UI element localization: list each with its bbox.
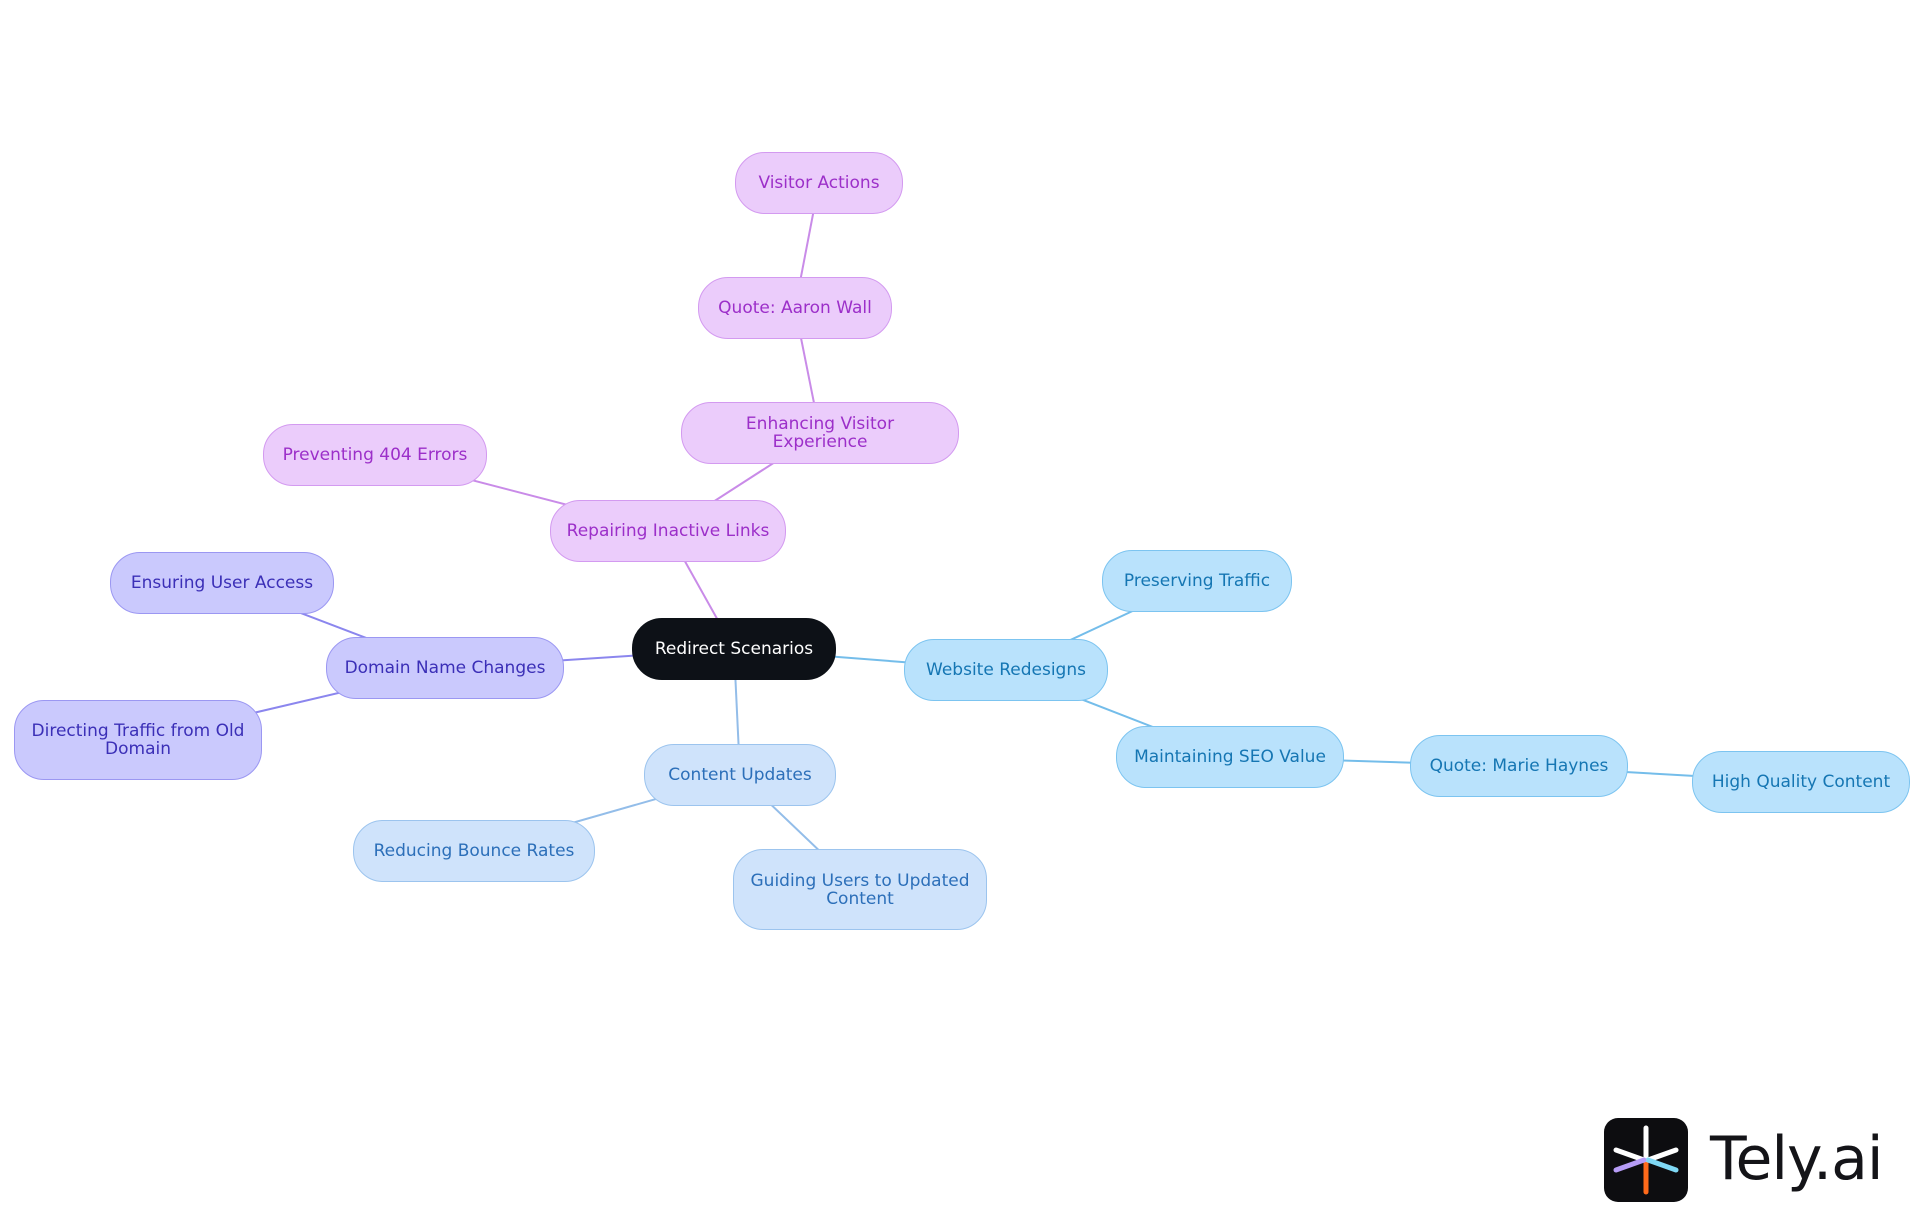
tely-spark-icon	[1604, 1118, 1688, 1202]
node-label: Domain Name Changes	[344, 658, 546, 678]
mindmap-node-high-quality-content[interactable]: High Quality Content	[1692, 751, 1910, 813]
node-label: Maintaining SEO Value	[1134, 747, 1326, 767]
node-label: Guiding Users to Updated Content	[750, 870, 970, 909]
tely-wordmark: Tely.ai	[1710, 1124, 1884, 1194]
node-label: Preserving Traffic	[1123, 571, 1271, 591]
tely-logo[interactable]: Tely.ai	[1604, 1118, 1894, 1202]
mindmap-node-preventing-404-errors[interactable]: Preventing 404 Errors	[263, 424, 487, 486]
mindmap-node-quote-aaron-wall[interactable]: Quote: Aaron Wall	[698, 277, 892, 339]
mindmap-node-reducing-bounce-rates[interactable]: Reducing Bounce Rates	[353, 820, 595, 882]
node-label: Reducing Bounce Rates	[373, 841, 575, 861]
node-label: Ensuring User Access	[130, 573, 314, 593]
mindmap-node-quote-marie-haynes[interactable]: Quote: Marie Haynes	[1410, 735, 1628, 797]
node-label: Repairing Inactive Links	[566, 521, 770, 541]
mindmap-node-preserving-traffic[interactable]: Preserving Traffic	[1102, 550, 1292, 612]
mindmap-node-guiding-users-to-updated-content[interactable]: Guiding Users to Updated Content	[733, 849, 987, 930]
mindmap-node-visitor-actions[interactable]: Visitor Actions	[735, 152, 903, 214]
node-label: Content Updates	[668, 765, 812, 785]
mindmap-node-ensuring-user-access[interactable]: Ensuring User Access	[110, 552, 334, 614]
node-label: Directing Traffic from Old Domain	[31, 721, 245, 759]
mindmap-node-enhancing-visitor-experience[interactable]: Enhancing Visitor Experience	[681, 402, 959, 464]
node-label: Quote: Aaron Wall	[718, 298, 872, 318]
mindmap-node-content-updates[interactable]: Content Updates	[644, 744, 836, 806]
mindmap-node-root[interactable]: Redirect Scenarios	[632, 618, 836, 680]
mindmap-node-repairing-inactive-links[interactable]: Repairing Inactive Links	[550, 500, 786, 562]
node-label: High Quality Content	[1711, 772, 1891, 792]
mindmap-node-directing-traffic-from-old-domain[interactable]: Directing Traffic from Old Domain	[14, 700, 262, 780]
mindmap-node-maintaining-seo-value[interactable]: Maintaining SEO Value	[1116, 726, 1344, 788]
node-label: Visitor Actions	[758, 173, 880, 193]
mindmap-node-domain-name-changes[interactable]: Domain Name Changes	[326, 637, 564, 699]
node-label: Enhancing Visitor Experience	[745, 414, 895, 452]
node-label: Preventing 404 Errors	[282, 445, 468, 465]
node-label: Redirect Scenarios	[654, 639, 814, 659]
mindmap-node-website-redesigns[interactable]: Website Redesigns	[904, 639, 1108, 701]
node-label: Website Redesigns	[926, 660, 1086, 680]
node-label: Quote: Marie Haynes	[1429, 756, 1609, 776]
